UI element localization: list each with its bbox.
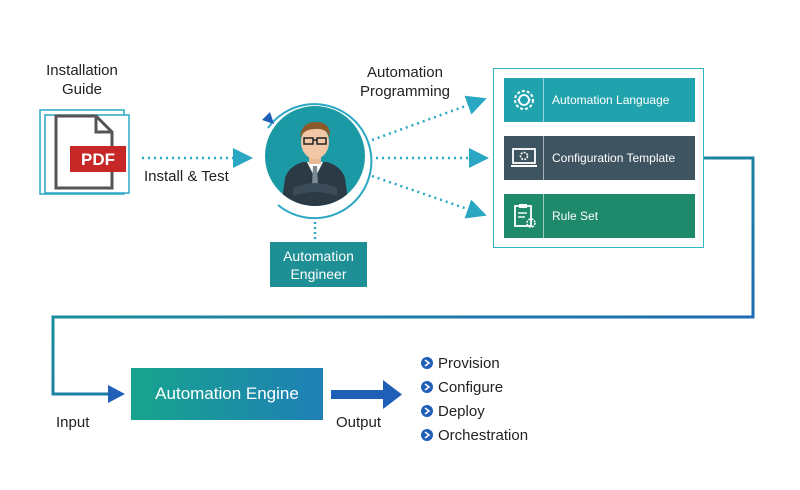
automation-programming-label: Automation Programming [345, 63, 465, 101]
output-item-label: Configure [438, 378, 504, 396]
automation-programming-label-line2: Programming [359, 83, 451, 100]
tile-rule-set-label: Rule Set [552, 209, 599, 223]
list-item: Deploy [421, 399, 528, 423]
tile-automation-language: Automation Language [504, 78, 695, 122]
engineer-avatar-icon [265, 106, 365, 206]
feedback-loop-connector [51, 156, 755, 396]
programming-connector-3 [371, 174, 487, 219]
tile-configuration-template-label: Configuration Template [552, 151, 676, 165]
programming-output-panel: Automation Language Configuration Templa… [493, 68, 704, 248]
installation-guide-title: Installation Guide [20, 61, 144, 99]
list-item: Orchestration [421, 423, 528, 447]
chevron-right-icon [421, 381, 433, 393]
output-item-label: Provision [438, 354, 500, 372]
pdf-document-icon: PDF [39, 109, 130, 195]
automation-engineer-label-line2: Engineer [290, 265, 347, 282]
automation-programming-label-line1: Automation [367, 64, 443, 81]
chevron-right-icon [421, 405, 433, 417]
input-arrowhead [108, 385, 125, 403]
installation-guide-title-line1: Installation [46, 62, 118, 79]
automation-engine-box: Automation Engine [131, 368, 323, 420]
install-test-label: Install & Test [144, 168, 229, 185]
gear-code-icon [504, 78, 544, 122]
automation-engineer-label: Automation Engineer [270, 242, 367, 287]
engineer-ring-arrow [262, 112, 274, 124]
output-item-label: Deploy [438, 402, 485, 420]
tile-automation-language-label: Automation Language [552, 93, 670, 107]
pdf-badge: PDF [81, 150, 115, 169]
tile-configuration-template: Configuration Template [504, 136, 695, 180]
engineer-ring [267, 103, 373, 220]
output-label: Output [336, 414, 382, 431]
input-label: Input [56, 414, 90, 431]
monitor-gear-icon [504, 136, 544, 180]
tile-rule-set: Rule Set [504, 194, 695, 238]
programming-connector-1 [371, 95, 487, 142]
output-arrowhead [383, 380, 402, 409]
output-item-label: Orchestration [438, 426, 529, 444]
list-item: Configure [421, 375, 528, 399]
chevron-right-icon [421, 357, 433, 369]
output-arrow-shaft [331, 390, 385, 399]
automation-engineer-label-line1: Automation [283, 247, 354, 264]
chevron-right-icon [421, 429, 433, 441]
output-list: Provision Configure Deploy Orchestration [421, 351, 528, 447]
list-item: Provision [421, 351, 528, 375]
installation-guide-title-line2: Guide [61, 81, 103, 98]
clipboard-gear-icon [504, 194, 544, 238]
